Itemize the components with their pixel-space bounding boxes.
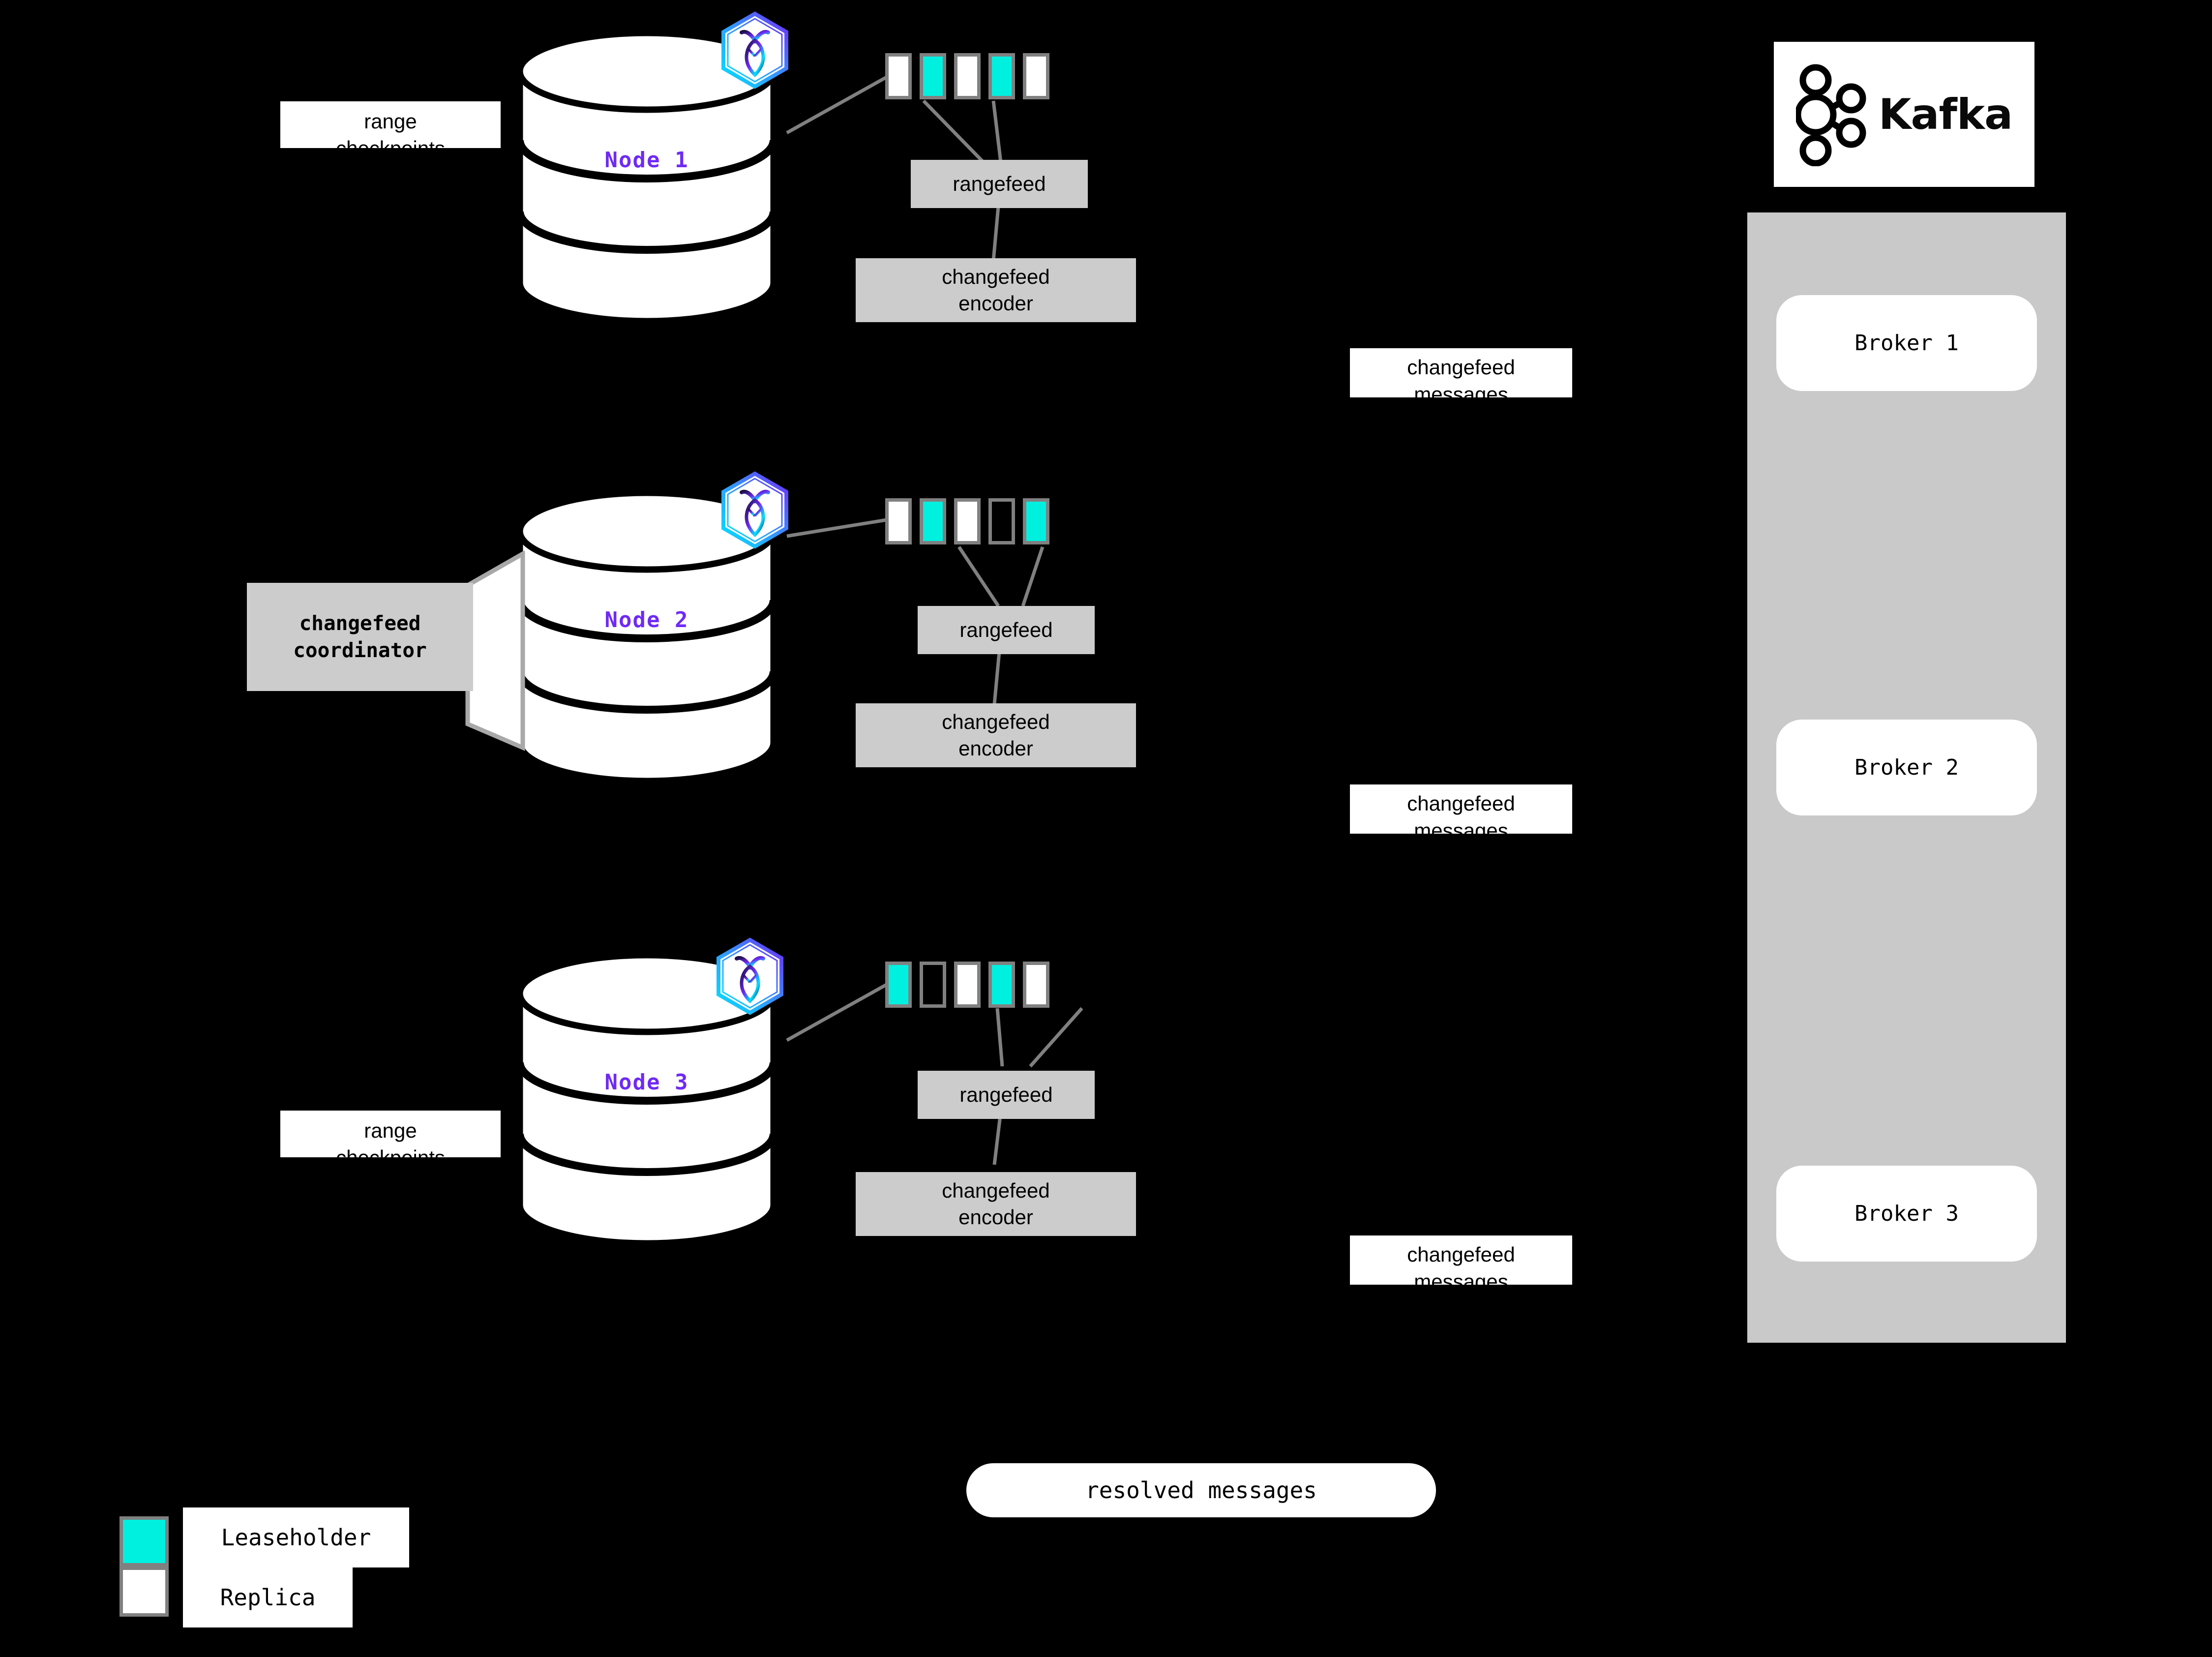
encoder-line-1: changefeed bbox=[942, 1179, 1050, 1203]
node-3-changefeed-encoder-box[interactable]: changefeed encoder bbox=[856, 1172, 1136, 1236]
node-2-label: Node 2 bbox=[604, 607, 689, 633]
range-box[interactable] bbox=[1023, 498, 1049, 544]
broker-3-item[interactable]: Broker 3 bbox=[1776, 1166, 2037, 1262]
coordinator-pointer bbox=[465, 551, 525, 751]
encoder-line-1: changefeed bbox=[942, 710, 1050, 734]
encoder-line-2: encoder bbox=[958, 1205, 1033, 1229]
node-3-rangefeed-box[interactable]: rangefeed bbox=[918, 1071, 1095, 1119]
changefeed-messages-label-2: changefeed messages bbox=[1350, 784, 1572, 842]
range-box[interactable] bbox=[988, 498, 1015, 544]
changefeed-messages-label-3: changefeed messages bbox=[1350, 1235, 1572, 1293]
messages-line-1: changefeed bbox=[1407, 356, 1515, 379]
node-1-label: Node 1 bbox=[604, 148, 689, 173]
range-box[interactable] bbox=[954, 498, 981, 544]
range-box[interactable] bbox=[920, 53, 946, 99]
checkpoint-line-1: range bbox=[364, 110, 417, 133]
encoder-line-1: changefeed bbox=[942, 265, 1050, 289]
range-box[interactable] bbox=[988, 53, 1015, 99]
node-2-changefeed-encoder-box[interactable]: changefeed encoder bbox=[856, 703, 1136, 767]
range-box[interactable] bbox=[920, 498, 946, 544]
range-box[interactable] bbox=[920, 962, 946, 1008]
resolved-messages-pill[interactable]: resolved messages bbox=[966, 1463, 1436, 1517]
cockroachdb-hex-icon bbox=[713, 937, 787, 1016]
cockroachdb-hex-icon bbox=[718, 471, 792, 549]
legend-label-replica: Replica bbox=[183, 1567, 353, 1627]
node-2-ranges bbox=[885, 498, 1049, 544]
range-box[interactable] bbox=[954, 53, 981, 99]
node-3-cylinder: Node 3 bbox=[516, 952, 777, 1247]
kafka-nodes-icon bbox=[1794, 63, 1870, 166]
node-3-ranges bbox=[885, 962, 1049, 1008]
coordinator-line-1: changefeed bbox=[299, 611, 421, 635]
node-3-label: Node 3 bbox=[604, 1070, 689, 1095]
encoder-line-2: encoder bbox=[958, 292, 1033, 315]
encoder-line-2: encoder bbox=[958, 737, 1033, 760]
node-1-rangefeed-box[interactable]: rangefeed bbox=[911, 160, 1088, 208]
cockroachdb-hex-icon bbox=[718, 11, 792, 90]
range-box[interactable] bbox=[885, 498, 912, 544]
legend-label-leaseholder: Leaseholder bbox=[183, 1507, 409, 1567]
checkpoint-line-2: checkpoints bbox=[336, 1145, 445, 1169]
node-3-range-checkpoints-label: range checkpoints bbox=[280, 1111, 501, 1169]
changefeed-messages-label-1: changefeed messages bbox=[1350, 348, 1572, 406]
messages-line-2: messages bbox=[1414, 382, 1508, 406]
range-box[interactable] bbox=[885, 962, 912, 1008]
range-box[interactable] bbox=[954, 962, 981, 1008]
node-1-ranges bbox=[885, 53, 1049, 99]
checkpoint-line-1: range bbox=[364, 1119, 417, 1142]
node-1-changefeed-encoder-box[interactable]: changefeed encoder bbox=[856, 258, 1136, 322]
kafka-wordmark: Kafka bbox=[1878, 90, 2013, 139]
messages-line-1: changefeed bbox=[1407, 1243, 1515, 1266]
range-box[interactable] bbox=[1023, 962, 1049, 1008]
kafka-logo-card: Kafka bbox=[1774, 42, 2034, 187]
changefeed-coordinator-box[interactable]: changefeed coordinator bbox=[247, 583, 473, 691]
range-box[interactable] bbox=[988, 962, 1015, 1008]
broker-1-item[interactable]: Broker 1 bbox=[1776, 295, 2037, 391]
node-2-rangefeed-box[interactable]: rangefeed bbox=[918, 606, 1095, 654]
broker-2-item[interactable]: Broker 2 bbox=[1776, 720, 2037, 815]
node-1-cylinder: Node 1 bbox=[516, 30, 777, 325]
range-box[interactable] bbox=[885, 53, 912, 99]
checkpoint-line-2: checkpoints bbox=[336, 136, 445, 160]
messages-line-1: changefeed bbox=[1407, 792, 1515, 815]
node-2-cylinder: Node 2 bbox=[516, 489, 777, 784]
node-1-range-checkpoints-label: range checkpoints bbox=[280, 101, 501, 160]
messages-line-2: messages bbox=[1414, 818, 1508, 842]
coordinator-line-2: coordinator bbox=[293, 638, 427, 662]
legend-swatch-leaseholder bbox=[120, 1516, 169, 1567]
range-box[interactable] bbox=[1023, 53, 1049, 99]
messages-line-2: messages bbox=[1414, 1269, 1508, 1293]
legend-swatch-replica bbox=[120, 1567, 169, 1617]
